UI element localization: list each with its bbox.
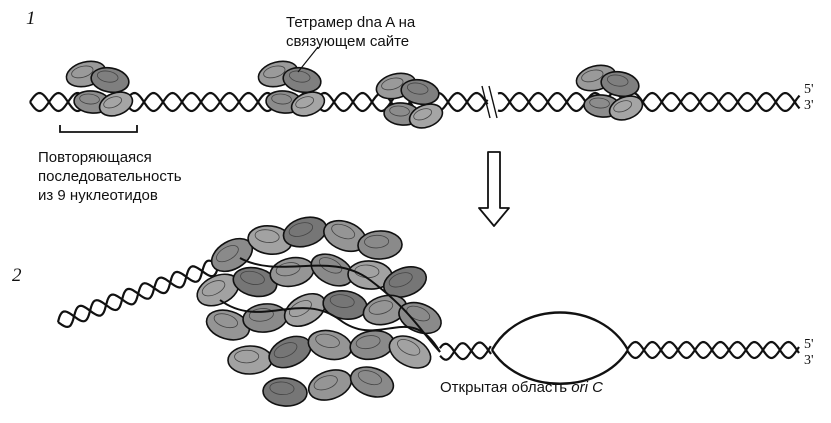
step-2-number: 2 bbox=[12, 265, 22, 287]
open-ori-c-bubble bbox=[492, 313, 628, 384]
down-arrow bbox=[479, 152, 509, 226]
open-region-label: Открытая область ori C bbox=[440, 378, 603, 397]
helix-break-mark bbox=[482, 86, 497, 118]
dna-strand bbox=[628, 342, 799, 358]
ori-c-name: ori C bbox=[571, 379, 603, 396]
dnaa-tetramer bbox=[574, 61, 646, 124]
dnaa-subunit bbox=[264, 330, 316, 373]
dnaa-subunit bbox=[228, 346, 272, 375]
strand-ends-step1: 5' 3' bbox=[804, 82, 814, 114]
five-prime-end-step1: 5' bbox=[804, 82, 814, 98]
repeat-label-line-1: Повторяющаяся bbox=[38, 148, 182, 167]
repeat-sequence-label: Повторяющаяся последовательность из 9 ну… bbox=[38, 148, 182, 205]
tetramer-label-line-2: связующем сайте bbox=[286, 32, 415, 51]
repeat-label-line-3: из 9 нуклеотидов bbox=[38, 186, 182, 205]
dnaa-subunit bbox=[358, 230, 403, 260]
dnaa-subunit bbox=[305, 326, 354, 363]
dnaa-subunit bbox=[321, 288, 368, 322]
nine-nucleotide-repeat-bracket bbox=[60, 125, 137, 132]
dna-strand bbox=[628, 342, 799, 358]
tetramer-label-line-1: Тетрамер dna A на bbox=[286, 13, 415, 32]
strand-ends-step2: 5' 3' bbox=[804, 337, 814, 369]
three-prime-end-step1: 3' bbox=[804, 98, 814, 114]
open-region-prefix: Открытая область bbox=[440, 379, 571, 396]
dnaa-complex-step2 bbox=[192, 212, 445, 407]
dnaa-subunit bbox=[305, 365, 356, 406]
dnaa-tetramer bbox=[374, 69, 446, 132]
dnaa-subunit bbox=[262, 376, 308, 407]
step-1-number: 1 bbox=[26, 8, 36, 30]
open-strand-top bbox=[492, 313, 628, 351]
three-prime-end-step2: 3' bbox=[804, 353, 814, 369]
dnaa-subunit bbox=[347, 362, 397, 402]
five-prime-end-step2: 5' bbox=[804, 337, 814, 353]
repeat-label-line-2: последовательность bbox=[38, 167, 182, 186]
tetramer-label: Тетрамер dna A на связующем сайте bbox=[286, 13, 415, 51]
